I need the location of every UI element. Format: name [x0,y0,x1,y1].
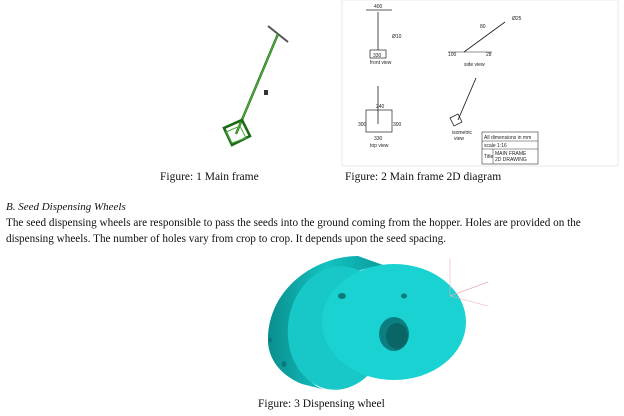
tb-all-dims: All dimensions in mm [484,135,531,141]
axis-triad [449,258,489,307]
seed-hole [281,361,287,367]
dim-top-240: 240 [376,104,385,110]
front-view-label: front view [370,60,392,66]
dim-top-right: 300 [393,122,402,128]
frame-bracket [264,90,268,95]
main-frame-2d-drawing: 400 Ø10 330 front view 80 Ø25 100 28 sid… [341,0,619,167]
section-heading: B. Seed Dispensing Wheels [6,201,126,213]
dim-side-28: 28 [486,52,492,58]
dim-rod-dia: Ø10 [392,34,402,40]
dim-side-80: 80 [480,24,486,30]
frame-base [222,118,252,147]
iso-view-label-1: isometric [452,130,473,136]
dim-top-width: 400 [374,4,383,10]
seed-hole [338,293,346,299]
dim-side-25: Ø25 [512,16,522,22]
iso-view-label-2: view [454,136,464,142]
tb-scale: scale 1:16 [484,143,507,149]
dim-front-base: 330 [373,53,382,59]
section-paragraph: The seed dispensing wheels are responsib… [6,217,581,245]
side-view-label: side view [464,62,485,68]
dim-top-base: 330 [374,136,383,142]
main-frame-figure [222,25,289,147]
tb-title-2: 2D DRAWING [495,157,527,163]
figure-2-caption: Figure: 2 Main frame 2D diagram [345,171,502,183]
dim-side-100: 100 [448,52,457,58]
seed-hole [401,293,407,299]
figure-3-caption: Figure: 3 Dispensing wheel [258,398,385,410]
dispensing-wheel-figure [268,256,466,390]
tb-title-1: MAIN FRAME [495,151,527,157]
dim-top-left: 300 [358,122,367,128]
top-view-label: top view [370,143,389,149]
tb-title-label: Title [484,154,493,160]
figure-1-caption: Figure: 1 Main frame [160,171,259,183]
seed-hole [268,337,272,343]
